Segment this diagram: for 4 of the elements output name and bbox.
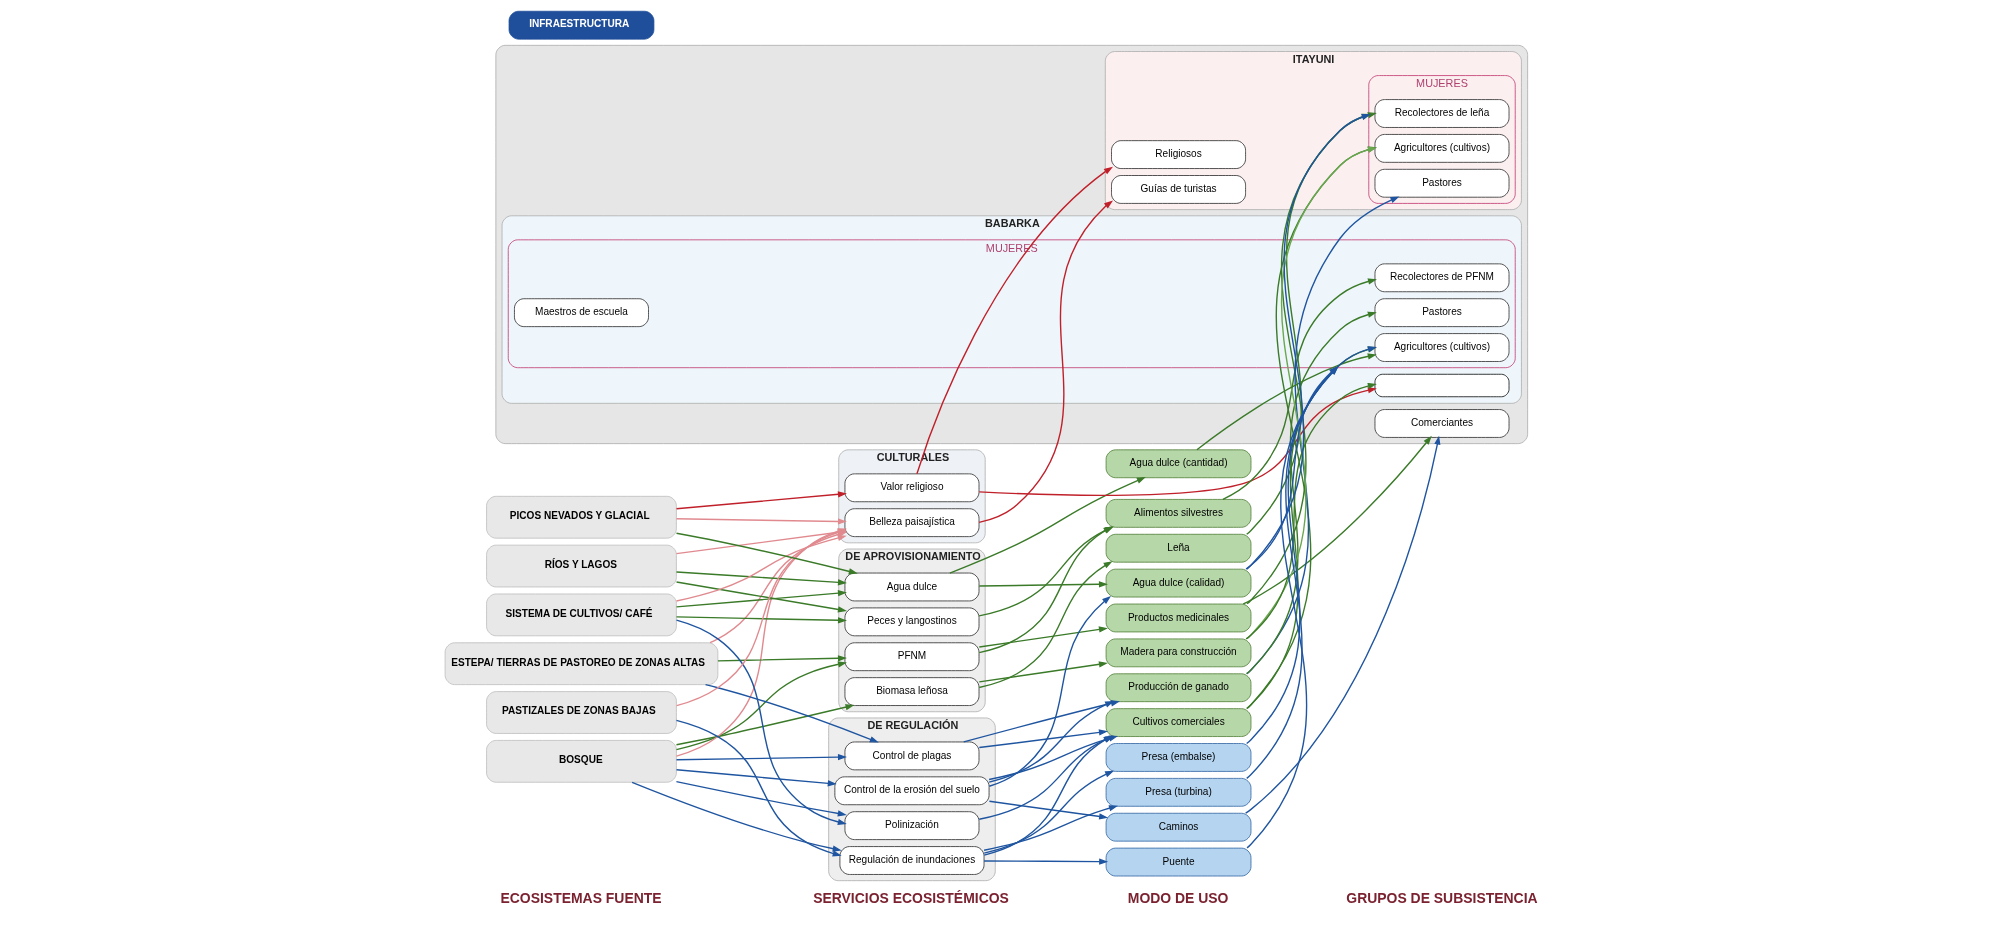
label: ECOSISTEMAS FUENTE (500, 890, 662, 907)
label: GRUPOS DE SUBSISTENCIA (1346, 890, 1538, 907)
label: SERVICIOS ECOSISTÉMICOS (813, 890, 1009, 907)
label: MODO DE USO (1127, 890, 1229, 907)
